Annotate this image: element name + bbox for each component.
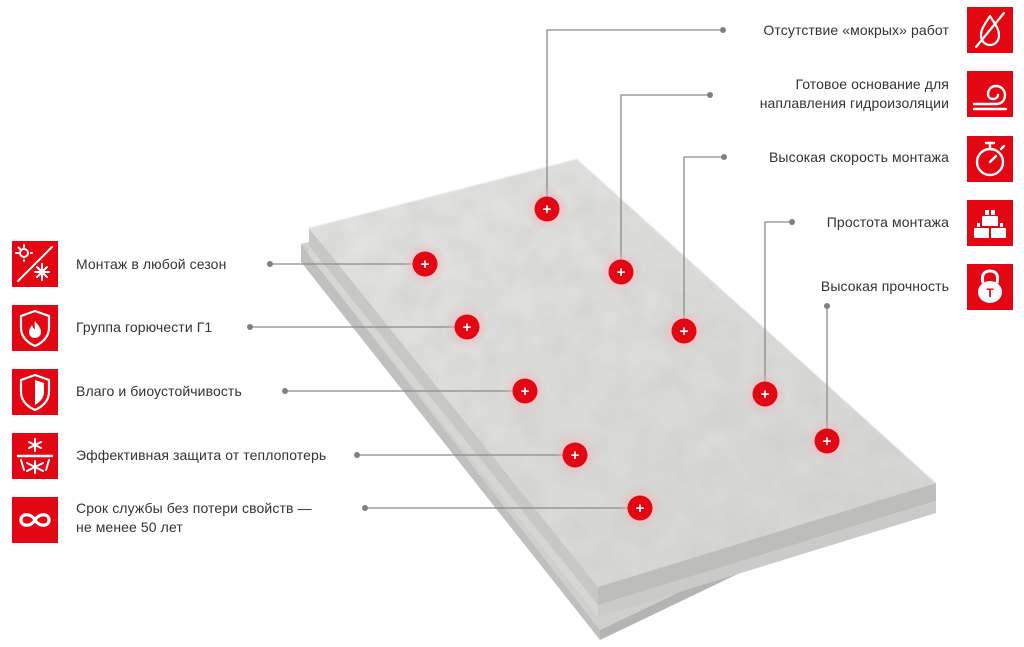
leader-dot <box>707 92 713 98</box>
hotspot-plus: + <box>617 264 626 281</box>
hotspot-plus: + <box>463 319 472 336</box>
tile-fire-class <box>12 305 58 351</box>
hotspot-simple-install[interactable]: + <box>743 372 787 416</box>
tile-no-wet-work <box>967 7 1013 53</box>
leader-dot <box>721 154 727 160</box>
kettlebell-icon: T <box>978 269 1002 303</box>
concrete-panel <box>301 158 937 640</box>
hotspot-plus: + <box>761 386 770 403</box>
tile-waterproof-base <box>967 71 1013 117</box>
leader-waterproof-base <box>620 94 710 272</box>
label-high-strength: Высокая прочность <box>820 278 949 294</box>
bricks-icon <box>974 210 1006 238</box>
tile-high-strength: T <box>967 264 1013 310</box>
leader-dot <box>824 303 830 309</box>
membrane-roll-icon <box>972 84 1008 111</box>
leader-dot <box>282 388 288 394</box>
stopwatch-icon <box>975 141 1006 177</box>
hotspot-bio-resistance[interactable]: + <box>503 369 547 413</box>
tile-bio-resistance <box>12 369 58 415</box>
leader-dot <box>354 452 360 458</box>
leader-no-wet-work <box>546 29 723 209</box>
leader-dot <box>247 324 253 330</box>
hotspot-plus: + <box>521 383 530 400</box>
tile-simple-install <box>967 200 1013 246</box>
label-no-wet-work: Отсутствие «мокрых» работ <box>763 22 949 38</box>
hotspot-high-strength[interactable]: + <box>805 419 849 463</box>
hotspot-waterproof-base[interactable]: + <box>599 250 643 294</box>
flame-shield-icon <box>19 309 51 348</box>
leader-lines <box>250 29 828 509</box>
leader-dot <box>789 219 795 225</box>
leader-dot <box>720 27 726 33</box>
label-waterproof-base: Готовое основание для наплавления гидрои… <box>759 76 949 111</box>
no-drop-icon <box>974 11 1006 49</box>
hotspot-plus: + <box>823 433 832 450</box>
hotspot-plus: + <box>543 201 552 218</box>
leader-dot <box>267 261 273 267</box>
hotspot-all-season[interactable]: + <box>403 242 447 286</box>
hotspot-lifetime[interactable]: + <box>618 486 662 530</box>
label-bio-resistance: Влаго и биоустойчивость <box>76 383 242 399</box>
infinity-icon <box>19 513 51 527</box>
label-all-season: Монтаж в любой сезон <box>76 256 227 272</box>
hotspot-fast-install[interactable]: + <box>662 309 706 353</box>
hotspot-heat-loss[interactable]: + <box>553 433 597 477</box>
sun-snowflake-icon <box>15 244 53 282</box>
hotspot-fire-class[interactable]: + <box>445 305 489 349</box>
tile-all-season <box>12 241 58 287</box>
leader-dot <box>362 505 368 511</box>
label-fast-install: Высокая скорость монтажа <box>768 149 949 165</box>
label-heat-loss: Эффективная защита от теплопотерь <box>76 447 327 463</box>
snowflake-sun-icon <box>16 438 54 474</box>
hotspot-plus: + <box>636 500 645 517</box>
hotspot-plus: + <box>571 447 580 464</box>
tile-heat-loss <box>12 433 58 479</box>
leader-simple-install <box>764 221 792 394</box>
leader-fast-install <box>683 156 724 331</box>
tile-lifetime <box>12 497 58 543</box>
shield-icon <box>19 373 51 412</box>
hotspot-plus: + <box>421 256 430 273</box>
label-lifetime: Срок службы без потери свойств — не мене… <box>76 500 312 535</box>
label-fire-class: Группа горючести Г1 <box>76 319 213 335</box>
hotspots: + + + + + + + + <box>403 187 849 530</box>
hotspot-no-wet-work[interactable]: + <box>525 187 569 231</box>
leader-end-dots <box>247 27 830 511</box>
label-simple-install: Простота монтажа <box>826 214 949 230</box>
hotspot-plus: + <box>680 323 689 340</box>
tile-fast-install <box>967 136 1013 182</box>
svg-text:T: T <box>986 286 994 300</box>
